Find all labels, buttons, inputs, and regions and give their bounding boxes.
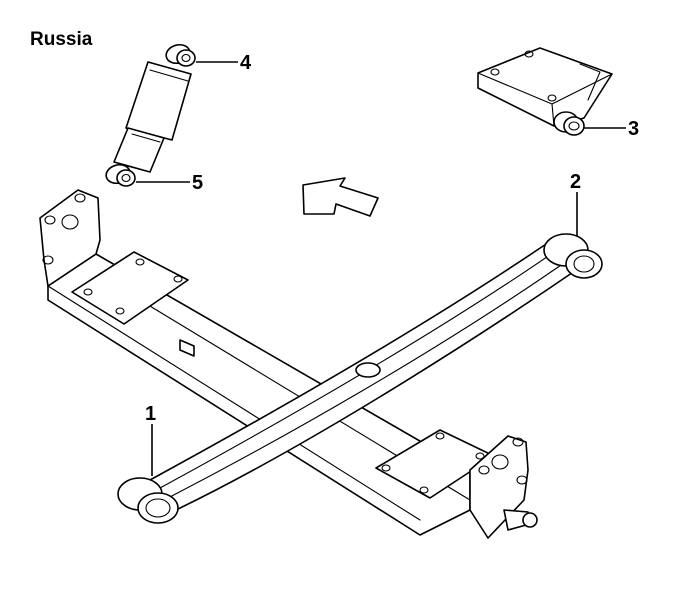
front-direction-arrow-icon — [302, 177, 379, 217]
shock-absorber-part — [105, 43, 196, 187]
axle-frame-part — [39, 189, 538, 539]
callout-4-number: 4 — [240, 52, 252, 74]
callout-3-number: 3 — [628, 118, 639, 140]
mounting-bracket-part — [477, 47, 613, 136]
callout-1-number: 1 — [145, 403, 156, 425]
region-label: Russia — [30, 29, 93, 50]
callout-2-number: 2 — [570, 171, 581, 193]
callout-5-number: 5 — [192, 172, 203, 194]
leaf-spring-part — [117, 233, 603, 524]
